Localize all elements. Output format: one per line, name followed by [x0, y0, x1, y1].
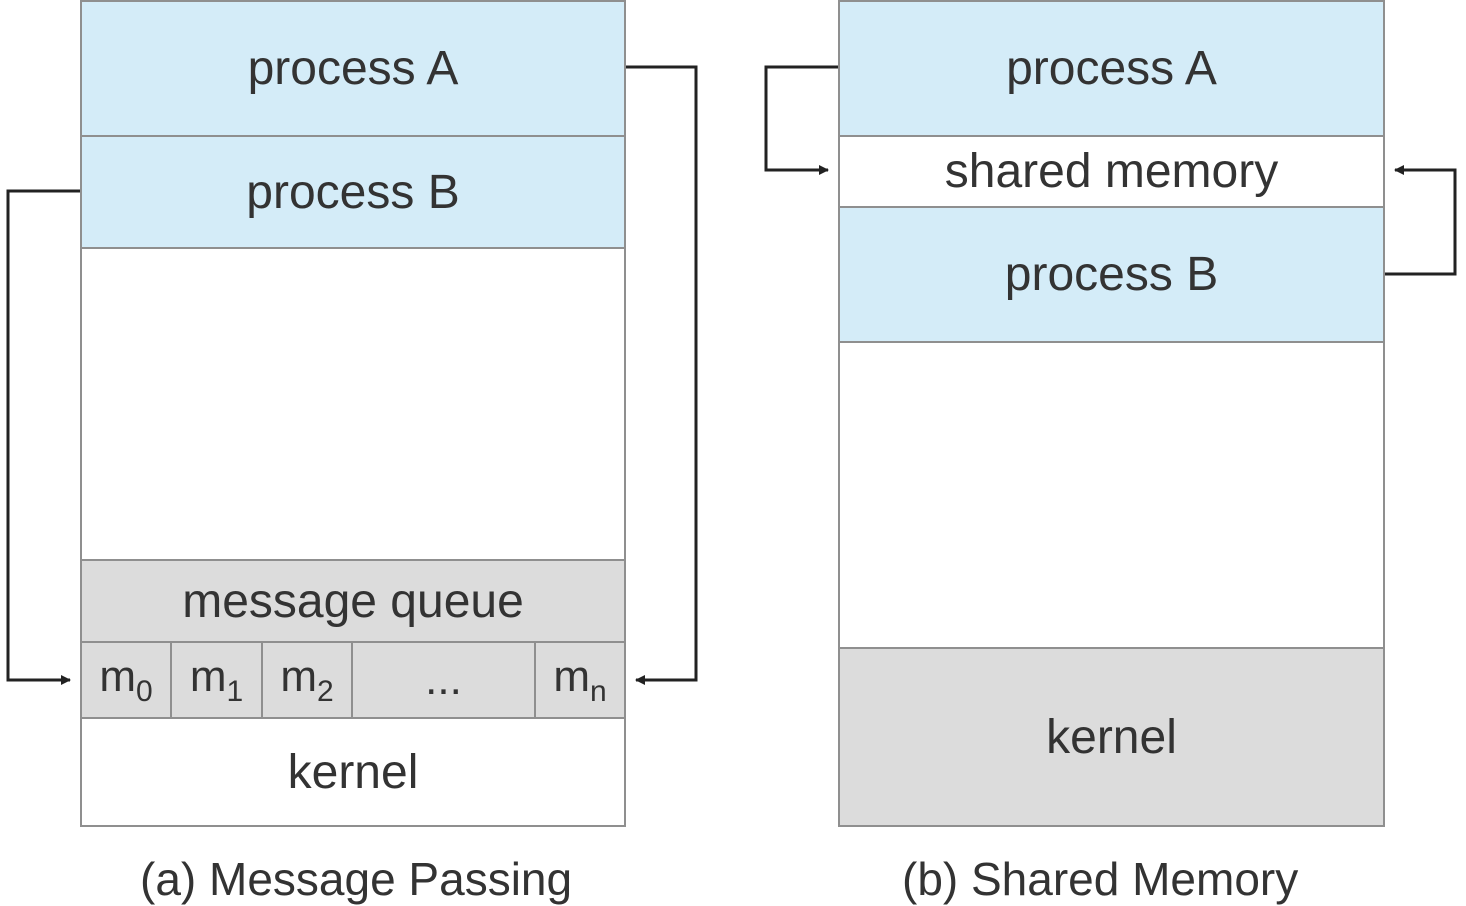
sm-kernel: kernel [838, 647, 1385, 827]
sm-caption: (b) Shared Memory [902, 853, 1299, 905]
queue-cell: ... [351, 641, 536, 719]
queue-cell-label: m0 [99, 651, 153, 708]
mp-kernel: kernel [80, 717, 626, 827]
queue-cell: m2 [261, 641, 353, 719]
sm-shared-memory-label: shared memory [944, 145, 1279, 198]
mp-process-b-label: process B [246, 165, 460, 219]
sm-empty-space [838, 341, 1385, 649]
mp-arrow-process-b-to-queue [6, 189, 80, 685]
sm-process-a-label: process A [1006, 42, 1217, 95]
mp-empty-space [80, 247, 626, 561]
queue-cell: mn [534, 641, 626, 719]
sm-process-b-label: process B [1004, 248, 1219, 301]
sm-arrow-process-a-to-shared [764, 65, 838, 175]
mp-process-a: process A [80, 0, 626, 137]
sm-process-b: process B [838, 206, 1385, 343]
queue-cell-label: m1 [189, 651, 244, 708]
mp-arrow-process-a-to-queue [626, 65, 698, 685]
sm-kernel-label: kernel [1046, 710, 1177, 764]
queue-cell-label: ... [425, 655, 462, 704]
queue-cell-label: mn [553, 651, 607, 708]
sm-arrow-process-b-to-shared [1385, 165, 1457, 276]
mp-caption: (a) Message Passing [140, 853, 573, 905]
mp-kernel-label: kernel [287, 745, 419, 799]
sm-shared-memory: shared memory [838, 135, 1385, 208]
queue-cell-label: m2 [280, 651, 334, 708]
sm-process-a: process A [838, 0, 1385, 137]
mp-message-queue-label: message queue [182, 574, 524, 628]
mp-process-a-label: process A [247, 42, 459, 95]
